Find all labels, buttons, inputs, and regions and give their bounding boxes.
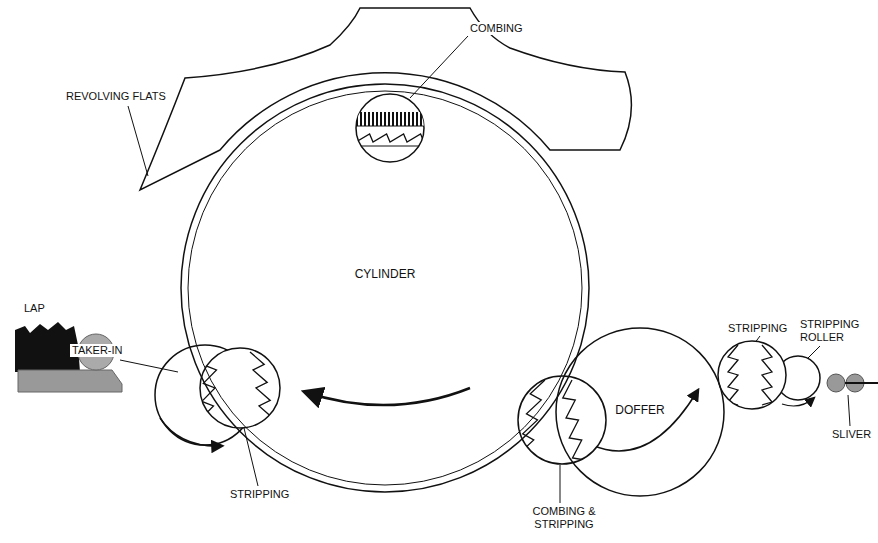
doffer-stripping-magnifier <box>718 341 786 409</box>
rotation-arrow <box>305 388 470 405</box>
part-label: STRIPPING <box>228 488 291 501</box>
part-label: LAP <box>22 302 47 315</box>
taker-in-magnifier <box>200 348 280 428</box>
leader-lines <box>120 36 850 503</box>
part-label: STRIPPING <box>726 322 789 335</box>
part-name: CYLINDER <box>355 267 416 281</box>
rotation-arrow <box>592 390 698 451</box>
rotation-arrow <box>782 398 814 406</box>
doffer-circle: DOFFER <box>555 327 725 497</box>
part-label: SLIVER <box>830 428 873 441</box>
part-label: COMBING <box>468 22 525 35</box>
part-label: COMBING & STRIPPING <box>512 505 616 531</box>
part-label: REVOLVING FLATS <box>64 90 168 103</box>
combing-magnifier <box>350 94 430 162</box>
sliver-strand <box>845 382 878 384</box>
revolving-flats-outline <box>140 8 631 190</box>
part-label: TAKER-IN <box>70 344 125 357</box>
rotation-arrow <box>160 418 222 446</box>
part-name: DOFFER <box>615 403 664 417</box>
part-label: STRIPPING ROLLER <box>798 318 874 344</box>
cylinder-circle: CYLINDER <box>180 83 590 493</box>
calender-roller <box>827 374 845 392</box>
circle-outline <box>180 83 590 493</box>
